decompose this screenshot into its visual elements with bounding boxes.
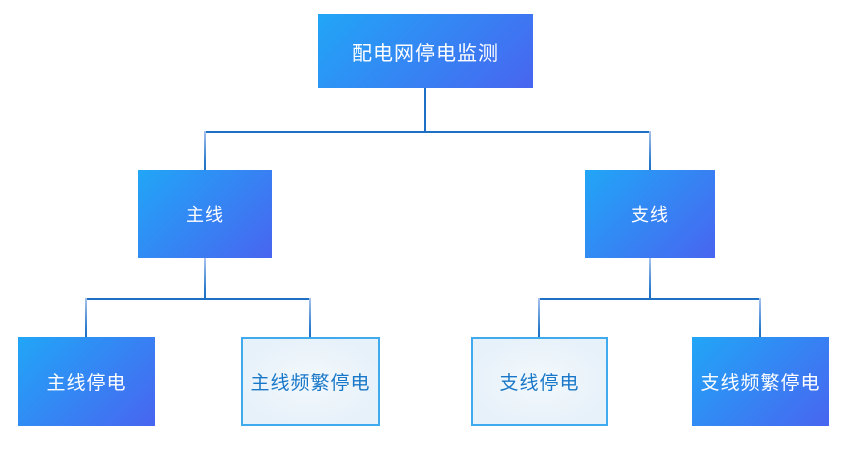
connector-branch-line-drop — [649, 131, 651, 170]
node-main-line-frequent-outage-label: 主线频繁停电 — [250, 373, 371, 394]
node-main-line-outage[interactable]: 主线停电 — [18, 337, 155, 426]
node-main-line[interactable]: 主线 — [138, 170, 272, 258]
node-root-label: 配电网停电监测 — [352, 42, 499, 65]
node-main-line-outage-label: 主线停电 — [46, 373, 127, 394]
connector-branch-rail — [538, 298, 761, 300]
node-main-line-label: 主线 — [186, 205, 224, 225]
connector-branch-line-stem — [649, 258, 651, 298]
node-root-outage-monitoring[interactable]: 配电网停电监测 — [318, 14, 533, 88]
connector-main-outage-drop — [85, 298, 87, 337]
node-branch-line[interactable]: 支线 — [585, 170, 715, 258]
connector-branch-frequent-drop — [759, 298, 761, 337]
node-branch-line-label: 支线 — [631, 205, 669, 225]
connector-main-frequent-drop — [309, 298, 311, 337]
connector-level2-rail — [204, 131, 651, 133]
node-branch-line-frequent-outage[interactable]: 支线频繁停电 — [692, 337, 829, 426]
connector-branch-outage-drop — [538, 298, 540, 337]
connector-main-line-stem — [204, 258, 206, 298]
node-branch-line-frequent-outage-label: 支线频繁停电 — [700, 373, 821, 394]
connector-main-line-drop — [204, 131, 206, 170]
node-branch-line-outage[interactable]: 支线停电 — [471, 337, 608, 426]
node-branch-line-outage-label: 支线停电 — [499, 373, 580, 394]
node-main-line-frequent-outage[interactable]: 主线频繁停电 — [241, 337, 380, 426]
connector-main-rail — [85, 298, 311, 300]
connector-root-stem — [424, 88, 426, 131]
